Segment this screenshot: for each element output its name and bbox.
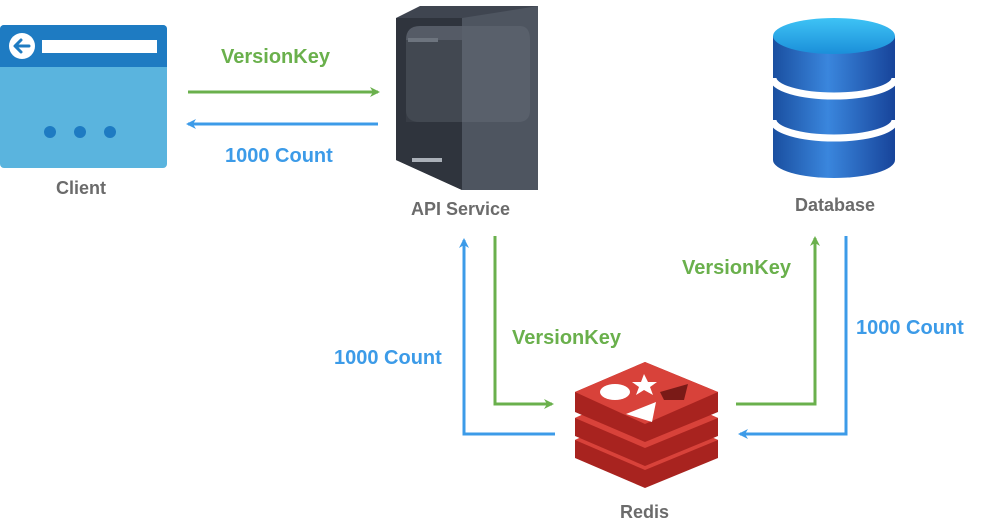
redis-to-db-arrow: [736, 236, 820, 406]
redis-to-api-arrow: [459, 238, 555, 436]
db-to-redis-arrow: [738, 236, 848, 439]
client-to-api-label: VersionKey: [221, 46, 330, 68]
db-to-redis-label: 1000 Count: [856, 317, 964, 339]
api-to-client-label: 1000 Count: [225, 145, 333, 167]
database-label: Database: [795, 195, 876, 215]
redis-logo-icon: [575, 362, 718, 488]
browser-window-icon: [0, 25, 167, 168]
api-service-label: API Service: [411, 199, 511, 219]
redis-to-db-label: VersionKey: [682, 257, 791, 279]
api-to-redis-label: VersionKey: [512, 327, 621, 349]
client-label: Client: [56, 178, 107, 198]
database-cylinder-icon: [769, 18, 899, 178]
redis-label: Redis: [620, 502, 670, 522]
redis-to-api-label: 1000 Count: [334, 347, 442, 369]
server-tower-icon: [396, 6, 538, 190]
api-to-redis-arrow: [493, 236, 554, 409]
